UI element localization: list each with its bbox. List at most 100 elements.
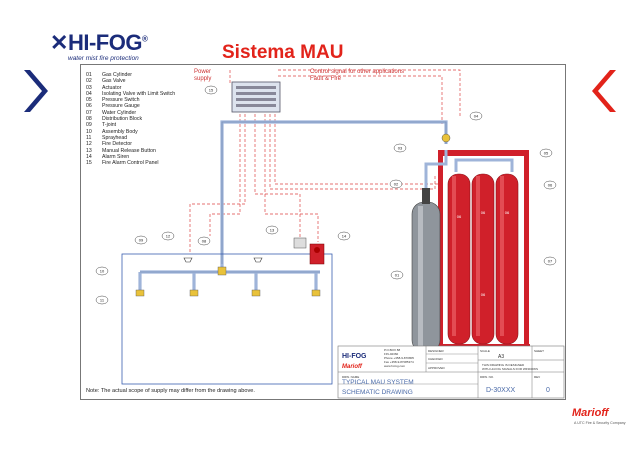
callout-08: 08 <box>197 236 211 246</box>
legend-item-label: Manual Release Button <box>102 147 156 154</box>
mau-schematic-svg: Power supply Control signal for other ap… <box>95 69 565 399</box>
callout-02: 02 <box>389 179 403 189</box>
tb-approved: APPROVED <box>428 366 446 370</box>
callout-label: 09 <box>139 238 144 243</box>
legend-item: 11 Sprayhead <box>86 135 206 141</box>
tb-checked: CHECKED <box>428 357 444 361</box>
alarm-siren <box>309 243 325 265</box>
callout-13: 13 <box>265 225 279 235</box>
legend-item-number: 08 <box>86 116 92 123</box>
callout-label: 01 <box>395 273 400 278</box>
callout-label: 14 <box>342 234 347 239</box>
callout-label: 13 <box>270 228 275 233</box>
callout-label: 05 <box>544 151 549 156</box>
fire-detectors <box>183 257 263 263</box>
callout-label: 12 <box>166 234 171 239</box>
callout-label: 06 <box>548 183 553 188</box>
tb-scale: SCALE <box>480 349 490 353</box>
tb-sheet: SHEET <box>534 349 544 353</box>
legend-item-number: 05 <box>86 97 92 104</box>
legend-item-number: 02 <box>86 78 92 85</box>
callout-label: 15 <box>209 88 214 93</box>
callout-05: 05 <box>539 148 553 158</box>
marioff-footer-logo: Marioff A UTC Fire & Security Company <box>572 407 626 433</box>
tb-address-line: Phone +358-9-870805 <box>384 356 414 360</box>
hi-fog-logo: ✕HI-FOG® water mist fire protection <box>50 28 160 64</box>
sprayheads <box>135 266 321 297</box>
legend-item: 04 Isolating Valve with Limit Switch <box>86 91 206 97</box>
chevron-right-nav-icon[interactable] <box>592 68 620 114</box>
legend-item-number: 11 <box>86 134 92 141</box>
callout-15: 15 <box>204 85 218 95</box>
tb-address-line: P.O.BOX 88 <box>384 348 400 352</box>
fire-alarm-control-panel <box>231 81 281 113</box>
chevron-left-nav-icon[interactable] <box>20 68 48 114</box>
legend-item-number: 06 <box>86 103 92 110</box>
protected-room <box>121 253 333 385</box>
callout-07: 07 <box>543 256 557 266</box>
legend-item: 06 Pressure Gauge <box>86 103 206 109</box>
tb-drw-no-label: DRW. NO. <box>480 375 494 379</box>
legend-item-label: Sprayhead <box>102 134 128 141</box>
page-title: Sistema MAU <box>222 42 344 63</box>
cylinder-mark-1: 06 <box>457 214 462 219</box>
callout-label: 08 <box>202 239 207 244</box>
footer-sub: A UTC Fire & Security Company <box>574 421 626 425</box>
footer-brand: Marioff <box>572 407 609 419</box>
tb-notice-1: THIS DRAWING IS DESIGNED <box>482 363 525 367</box>
scope-note: Note: The actual scope of supply may dif… <box>86 388 255 394</box>
legend-item-number: 13 <box>86 147 92 154</box>
callout-12: 12 <box>161 231 175 241</box>
legend-item-label: T-joint <box>102 122 117 129</box>
control-signal-label: Control signal for other applications <box>310 69 404 75</box>
gas-cylinder <box>411 188 441 353</box>
legend-item-label: Distribution Block <box>102 116 143 123</box>
water-cylinders: 06 06 06 06 <box>447 173 519 345</box>
legend-item: 13 Manual Release Button <box>86 148 206 154</box>
callout-label: 04 <box>474 114 479 119</box>
legend-item: 05 Pressure Switch <box>86 97 206 103</box>
callout-label: 07 <box>548 259 553 264</box>
tb-brand: HI-FOG <box>342 353 367 360</box>
manual-release-button <box>293 237 307 249</box>
callout-label: 10 <box>100 269 105 274</box>
legend-item: 02 Gas Valve <box>86 78 206 84</box>
signal-lines <box>189 69 461 254</box>
legend-item-label: Gas Valve <box>102 78 126 85</box>
callout-06: 06 <box>543 180 557 190</box>
callout-10: 10 <box>95 266 109 276</box>
tb-drw-name-2: SCHEMATIC DRAWING <box>342 389 413 396</box>
tb-rev-label: REV <box>534 375 540 379</box>
legend-item-label: Isolating Valve with Limit Switch <box>102 90 176 97</box>
tb-marioff: Marioff <box>342 364 363 370</box>
callout-01: 01 <box>390 270 404 280</box>
tb-size: A3 <box>498 354 504 360</box>
power-supply-label-2: supply <box>194 76 211 82</box>
fault-fire-label: Fault & Fire <box>310 76 342 82</box>
callout-04: 04 <box>469 111 483 121</box>
cylinder-mark-3: 06 <box>505 210 510 215</box>
legend-item-label: Alarm Siren <box>102 153 130 160</box>
tb-notice-2: WITH HI-FOG SIGNALS FOR WINDOWS <box>482 367 538 371</box>
power-supply-label: Power <box>194 69 211 75</box>
legend-item-label: Fire Detector <box>102 141 132 148</box>
legend-item-number: 07 <box>86 109 92 116</box>
hi-fog-logo-mark: ✕HI-FOG® <box>50 30 148 55</box>
tb-address-line: FIN-02360 <box>384 352 399 356</box>
legend-item-label: Pressure Switch <box>102 97 140 104</box>
legend-item-number: 15 <box>86 160 92 167</box>
legend-item-number: 10 <box>86 128 92 135</box>
legend-item-label: Pressure Gauge <box>102 103 140 110</box>
legend-item-number: 14 <box>86 153 92 160</box>
tb-drw-name-1: TYPICAL MAU SYSTEM <box>342 379 414 386</box>
legend-item-number: 04 <box>86 90 92 97</box>
callout-label: 11 <box>100 298 105 303</box>
